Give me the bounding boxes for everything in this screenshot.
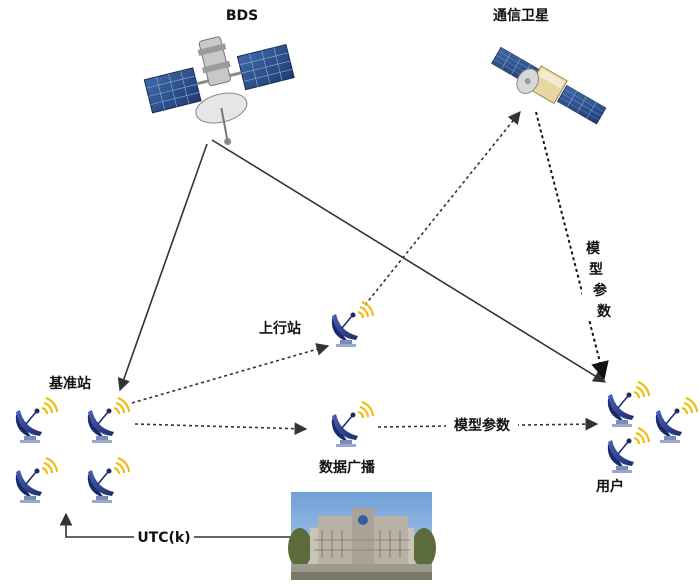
bds-to-reference-arrow: [117, 143, 208, 392]
bds-satellite-icon: [143, 36, 295, 146]
model-params-vertical-char: 型: [589, 261, 603, 278]
satellite-dish-icon: [86, 457, 130, 504]
uplink-station-icon: [330, 301, 374, 348]
broadcast-station-icon: [330, 401, 374, 448]
model-params-vertical-char: 模: [586, 240, 601, 257]
connectors: [59, 111, 609, 538]
model-params-horizontal-label: 模型参数: [454, 417, 511, 434]
data-broadcast-label: 数据广播: [319, 459, 376, 476]
satellite-dish-icon: [86, 397, 130, 444]
satellite-dish-icon: [606, 427, 650, 474]
model-params-vertical-char: 参: [593, 282, 608, 299]
timing-lab-photo: [288, 492, 436, 580]
reference-to-broadcast-arrow: [134, 422, 308, 436]
uplink-station-label: 上行站: [259, 320, 301, 337]
reference-to-uplink-arrow: [131, 343, 330, 404]
comm-satellite-label: 通信卫星: [493, 7, 549, 24]
comm-satellite-icon: [491, 46, 607, 125]
uplink-to-comm-satellite-arrow: [364, 111, 521, 306]
satellite-dish-icon: [606, 381, 650, 428]
timing-to-reference-arrow: [59, 512, 292, 538]
reference-station-label: 基准站: [49, 375, 91, 392]
utc-label: UTC(k): [137, 530, 190, 546]
user-station-group: [606, 381, 698, 474]
satellite-dish-icon: [654, 397, 698, 444]
bds-label: BDS: [226, 8, 258, 24]
satellite-dish-icon: [14, 397, 59, 444]
satellite-dish-icon: [14, 457, 59, 504]
bds-to-user-arrow: [211, 139, 607, 383]
model-params-vertical-char: 数: [597, 303, 612, 320]
user-label: 用户: [596, 478, 624, 495]
reference-station-group: [14, 397, 130, 504]
comm-satellite-to-user-arrow: [535, 111, 609, 380]
